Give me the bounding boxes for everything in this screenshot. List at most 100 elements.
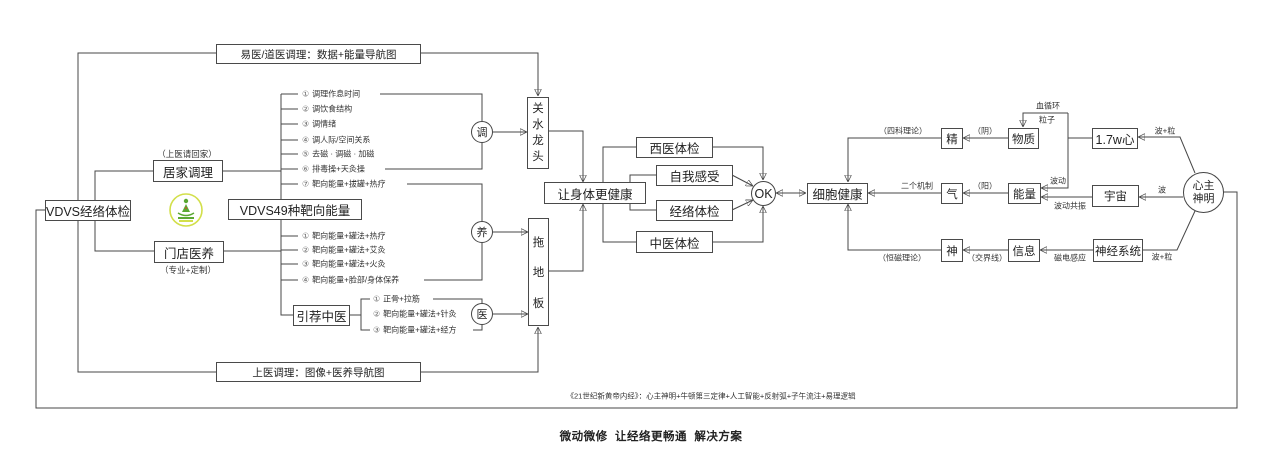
shut-tap-char: 头 — [532, 151, 544, 163]
connector — [424, 243, 483, 281]
ok-node: OK — [751, 181, 776, 206]
connector — [848, 204, 941, 251]
meridian-check-label: 经络体检 — [669, 205, 720, 219]
item-number: ③ — [302, 259, 310, 269]
connector — [549, 130, 583, 182]
store-care-label: 门店医养 — [163, 246, 214, 261]
energy-box: 能量 — [1008, 183, 1041, 204]
connector — [1138, 137, 1196, 174]
bottom-nav-label: 上医调理：图像+医养导航图 — [252, 366, 385, 379]
connector — [420, 327, 538, 373]
wave-particle-top-label: 波+粒 — [1154, 126, 1176, 136]
page-title: 微动微修 让经络更畅通 解决方案 — [559, 431, 743, 443]
home-care-note: （上医请回家） — [157, 149, 217, 159]
caption: 《21世纪新黄帝内经》：心主神明+牛顿第三定律+人工智能+反射弧+子午流注+易理… — [566, 391, 856, 401]
home-care-box: 居家调理 — [153, 160, 223, 182]
nervous-system-box: 神经系统 — [1093, 239, 1143, 262]
constant-magnetic-label: （恒磁理论） — [878, 253, 926, 263]
meditation-logo-icon — [169, 193, 203, 227]
blood-circulation-label: 血循环 — [1036, 101, 1060, 111]
yin-label: （阴） — [973, 126, 997, 136]
western-check-box: 西医体检 — [636, 137, 713, 158]
item-number: ④ — [302, 275, 310, 285]
nourish-hub: 养 — [471, 221, 493, 243]
connector — [433, 298, 483, 303]
referral-box: 引荐中医 — [293, 305, 350, 326]
item-number: ⑦ — [302, 179, 310, 189]
item-text: 排毒操+天灸操 — [312, 164, 365, 174]
connector — [280, 94, 293, 316]
connector — [1142, 210, 1196, 251]
matter-label: 物质 — [1012, 133, 1035, 146]
item-text: 调饮食结构 — [312, 104, 353, 114]
nervous-system-label: 神经系统 — [1095, 245, 1141, 258]
mop-floor-char: 板 — [532, 297, 545, 310]
heart-17w-box: 1.7w心 — [1092, 128, 1138, 149]
mop-floor-char: 地 — [532, 267, 545, 279]
heart-master-node: 心主 神明 — [1183, 172, 1224, 213]
item-text: 靶向能量+罐法+热疗 — [312, 231, 386, 241]
connector — [281, 93, 298, 281]
healthier-body-box: 让身体更健康 — [544, 182, 646, 204]
ok-label: OK — [754, 186, 773, 201]
connector — [548, 204, 583, 272]
item-number: ② — [373, 309, 381, 319]
shut-tap-char: 水 — [532, 119, 544, 131]
store-care-box: 门店医养 — [154, 241, 224, 263]
referral-label: 引荐中医 — [296, 310, 347, 324]
connector — [1023, 112, 1068, 127]
item-number: ③ — [302, 119, 310, 129]
wave-resonance-label: 波动共振 — [1054, 201, 1086, 211]
connector — [1041, 113, 1069, 188]
heart-17w-label: 1.7w心 — [1095, 133, 1135, 147]
wave-particle-bottom-label: 波+粒 — [1151, 252, 1173, 262]
magnetoelectric-label: 磁电感应 — [1054, 253, 1086, 263]
connector — [35, 191, 1238, 409]
shut-tap-char: 龙 — [532, 135, 544, 147]
bottom-nav-box: 上医调理：图像+医养导航图 — [216, 362, 421, 382]
meridian-check-box: 经络体检 — [656, 200, 733, 221]
yang-label: （阳） — [973, 181, 997, 191]
matter-box: 物质 — [1008, 128, 1039, 149]
cell-health-box: 细胞健康 — [807, 183, 868, 204]
mop-floor-box: 拖 地 板 — [528, 218, 549, 326]
adjust-hub-label: 调 — [476, 127, 488, 139]
item-text: 靶向能量+罐法+经方 — [383, 325, 457, 335]
connector — [712, 146, 763, 180]
vdvs-check-box: VDVS经络体检 — [45, 200, 131, 221]
item-text: 靶向能量+罐法+火灸 — [312, 259, 386, 269]
item-text: 正骨+拉筋 — [383, 294, 420, 304]
connector — [349, 298, 370, 331]
jing-box: 精 — [941, 128, 963, 149]
item-number: ① — [302, 231, 310, 241]
connector — [407, 183, 483, 221]
item-text: 靶向能量+脸部/身体保养 — [312, 275, 400, 285]
two-mechanisms-label: 二个机制 — [901, 181, 933, 191]
connector — [473, 325, 483, 331]
healthier-body-label: 让身体更健康 — [557, 187, 633, 202]
universe-label: 宇宙 — [1104, 191, 1127, 203]
item-text: 调人际/空间关系 — [312, 135, 371, 145]
cell-health-label: 细胞健康 — [812, 188, 863, 202]
item-number: ④ — [302, 135, 310, 145]
home-care-label: 居家调理 — [162, 165, 213, 180]
qi-label: 气 — [946, 188, 958, 201]
wave-label: 波 — [1158, 185, 1166, 195]
item-text: 调理作息时间 — [312, 89, 361, 99]
shut-tap-char: 关 — [532, 103, 544, 115]
info-box: 信息 — [1008, 239, 1040, 262]
item-text: 靶向能量+罐法+针灸 — [383, 309, 457, 319]
connector — [420, 52, 538, 96]
adjust-hub: 调 — [471, 121, 493, 143]
universe-box: 宇宙 — [1092, 185, 1139, 207]
vdvs49-box: VDVS49种靶向能量 — [228, 199, 362, 220]
connector — [385, 143, 483, 170]
item-number: ⑤ — [302, 149, 310, 159]
nourish-hub-label: 养 — [476, 227, 488, 239]
energy-label: 能量 — [1013, 188, 1036, 201]
item-text: 靶向能量+罐法+艾灸 — [312, 245, 386, 255]
